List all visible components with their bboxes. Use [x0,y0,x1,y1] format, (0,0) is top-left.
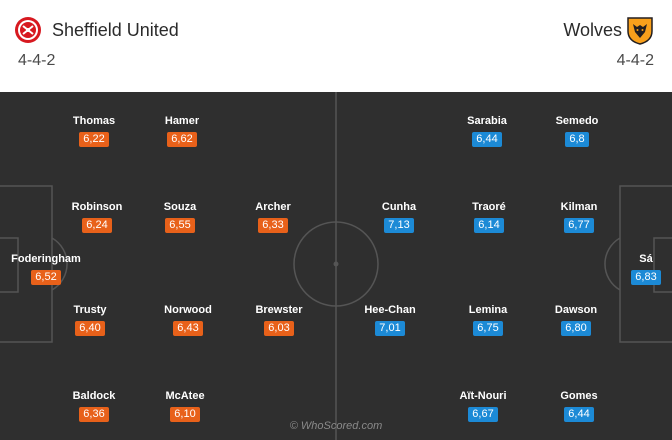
player-rating: 6,43 [173,321,203,336]
player-rating: 6,55 [165,218,195,233]
player-rating: 6,83 [631,270,661,285]
player-name: Baldock [72,390,116,402]
home-penalty-arc [51,237,68,291]
player-rating: 6,75 [473,321,503,336]
player-rating: 6,22 [79,132,109,147]
player-name: Hee-Chan [364,304,416,316]
player-name: Foderingham [11,253,81,265]
player-rating: 6,80 [561,321,591,336]
sheffield-united-crest-icon[interactable] [14,15,42,45]
player-name: Souza [163,201,197,213]
player-card[interactable]: Archer 6,33 [228,201,318,233]
player-rating: 6,03 [264,321,294,336]
player-name: Lemina [468,304,508,316]
home-team-name[interactable]: Sheffield United [52,20,179,40]
player-rating: 6,33 [258,218,288,233]
player-card[interactable]: McAtee 6,10 [140,390,230,422]
player-card[interactable]: Norwood 6,43 [143,304,233,336]
player-card[interactable]: Robinson 6,24 [52,201,142,233]
player-name: Gomes [560,390,598,402]
player-name: Thomas [72,115,116,127]
pitch-markings [0,92,672,440]
watermark: © WhoScored.com [289,420,383,432]
home-penalty-box [0,185,53,343]
player-name: Dawson [554,304,598,316]
away-penalty-box [619,185,672,343]
player-rating: 6,36 [79,407,109,422]
player-rating: 6,24 [82,218,112,233]
away-team-name[interactable]: Wolves [563,20,622,40]
player-card[interactable]: Foderingham 6,52 [11,253,81,285]
match-header: Sheffield United 4-4-2 Wolves 4-4-2 [0,0,672,92]
player-card[interactable]: Semedo 6,8 [532,115,622,147]
player-rating: 6,44 [564,407,594,422]
player-card[interactable]: Cunha 7,13 [354,201,444,233]
player-card[interactable]: Traoré 6,14 [444,201,534,233]
home-goal-box [0,237,19,293]
center-circle [293,221,379,307]
home-formation: 4-4-2 [18,52,56,69]
player-card[interactable]: Sá 6,83 [621,253,671,285]
player-rating: 6,67 [468,407,498,422]
player-name: Kilman [560,201,598,213]
player-card[interactable]: Sarabia 6,44 [442,115,532,147]
player-card[interactable]: Hamer 6,62 [137,115,227,147]
player-card[interactable]: Kilman 6,77 [534,201,624,233]
player-name: Sá [639,253,653,265]
player-rating: 6,8 [565,132,589,147]
player-rating: 6,10 [170,407,200,422]
wolves-crest-icon[interactable] [626,15,654,45]
player-card[interactable]: Brewster 6,03 [234,304,324,336]
player-name: Traoré [472,201,506,213]
player-card[interactable]: Hee-Chan 7,01 [345,304,435,336]
player-card[interactable]: Aït-Nouri 6,67 [438,390,528,422]
player-name: Norwood [164,304,212,316]
player-card[interactable]: Trusty 6,40 [45,304,135,336]
player-card[interactable]: Thomas 6,22 [49,115,139,147]
player-name: Aït-Nouri [459,390,507,402]
player-rating: 6,40 [75,321,105,336]
player-name: Trusty [73,304,107,316]
player-rating: 6,44 [472,132,502,147]
player-rating: 6,62 [167,132,197,147]
player-card[interactable]: Baldock 6,36 [49,390,139,422]
player-rating: 6,52 [31,270,61,285]
player-name: Semedo [555,115,599,127]
player-rating: 6,77 [564,218,594,233]
player-card[interactable]: Lemina 6,75 [443,304,533,336]
player-card[interactable]: Souza 6,55 [135,201,225,233]
player-name: Cunha [381,201,417,213]
player-card[interactable]: Gomes 6,44 [534,390,624,422]
pitch: Foderingham 6,52 Baldock 6,36 Trusty 6,4… [0,92,672,440]
player-name: Hamer [164,115,200,127]
player-card[interactable]: Dawson 6,80 [531,304,621,336]
player-rating: 6,14 [474,218,504,233]
player-name: McAtee [165,390,205,402]
away-goal-box [653,237,672,293]
away-penalty-arc [604,237,621,291]
player-name: Brewster [255,304,303,316]
player-name: Robinson [71,201,123,213]
player-rating: 7,13 [384,218,414,233]
player-name: Archer [255,201,291,213]
player-name: Sarabia [467,115,507,127]
away-formation: 4-4-2 [616,52,654,69]
player-rating: 7,01 [375,321,405,336]
center-spot [333,261,339,267]
